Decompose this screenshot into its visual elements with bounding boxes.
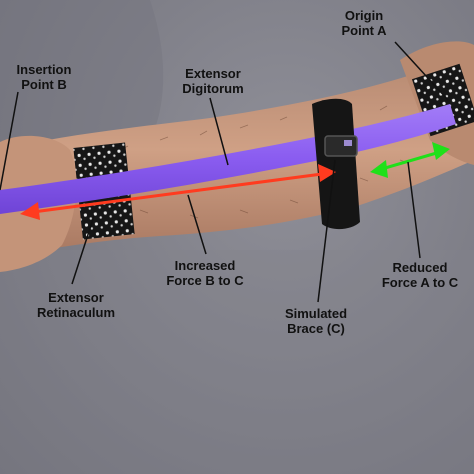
green-arrow-right-head: [432, 142, 450, 160]
brace-leader: [317, 159, 336, 303]
brace-buckle: [324, 135, 358, 157]
red-arrow-left-head: [20, 202, 40, 220]
shirt-lower: [0, 250, 474, 474]
reduced-force-leader: [407, 161, 421, 259]
extensor-digitorum-label: Extensor Digitorum: [182, 66, 244, 96]
red-arrow-right-head: [318, 164, 336, 182]
increased-force-label: Increased Force B to C: [166, 258, 244, 288]
brace-label: Simulated Brace (C): [284, 306, 348, 336]
insertion-leader: [0, 91, 19, 191]
reduced-force-label: Reduced Force A to C: [381, 260, 459, 290]
brace-strap: [312, 98, 360, 230]
brace-logo: [344, 140, 352, 146]
increased-force-leader: [187, 194, 207, 255]
retinaculum-leader: [71, 215, 95, 285]
green-arrow-left-head: [370, 160, 388, 178]
reduced-force-arrow: [370, 142, 450, 178]
leader-lines: [0, 41, 449, 303]
shirt-fold: [0, 0, 164, 150]
origin-label: Origin Point A: [341, 8, 387, 38]
retinaculum-label: Extensor Retinaculum: [36, 290, 115, 320]
origin-leader: [394, 41, 449, 101]
increased-force-arrow: [20, 164, 336, 220]
extensor-digitorum-leader: [209, 97, 229, 166]
insertion-label: Insertion Point B: [16, 62, 72, 92]
